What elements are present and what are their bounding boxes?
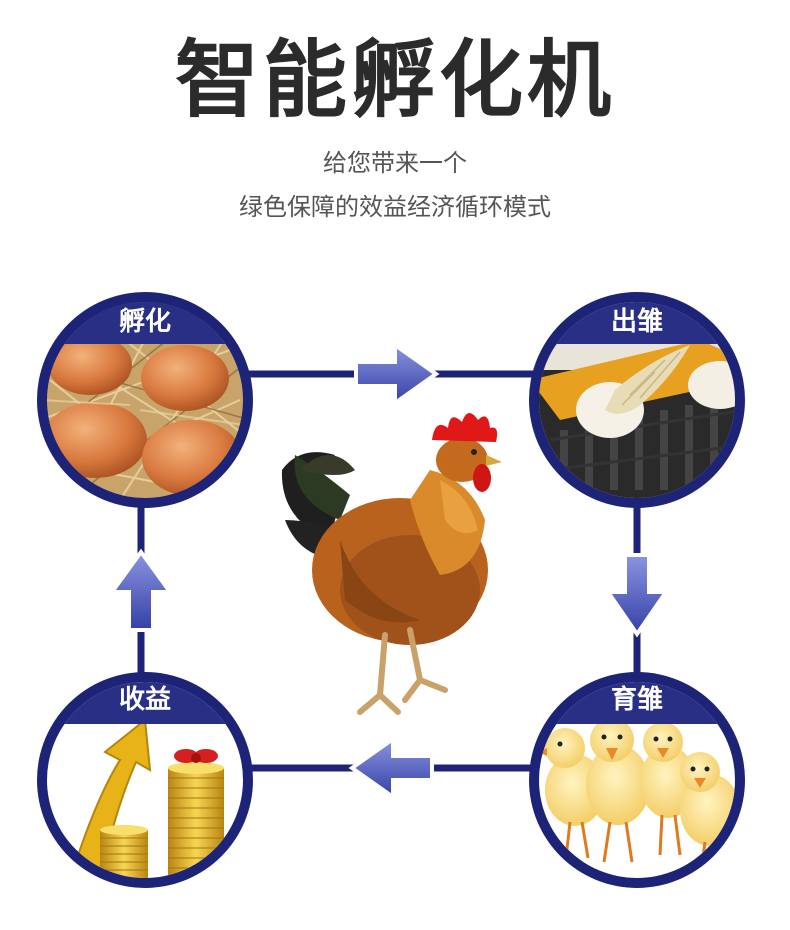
subtitle-line-2: 绿色保障的效益经济循环模式 [239, 193, 551, 221]
stage-label-hatch-out: 出雏 [611, 307, 663, 337]
stage-hatch-out: 出雏 [529, 292, 745, 508]
arrow-right-icon [354, 341, 440, 407]
stage-brooding: 育雏 [529, 672, 745, 888]
stage-profit: 收益 [37, 672, 253, 888]
page-title: 智能孵化机 [174, 31, 615, 129]
rooster-image [281, 412, 502, 715]
coin-stack-small [100, 825, 148, 878]
stage-label-brooding: 育雏 [611, 684, 663, 715]
arrow-down-icon [604, 553, 670, 638]
stage-label-profit: 收益 [119, 685, 171, 715]
arrow-up-icon [108, 548, 174, 632]
arrow-left-icon [348, 735, 434, 801]
subtitle-line-1: 给您带来一个 [323, 149, 467, 177]
stage-hatching: 孵化 [37, 292, 253, 508]
stage-label-hatching: 孵化 [119, 306, 171, 337]
